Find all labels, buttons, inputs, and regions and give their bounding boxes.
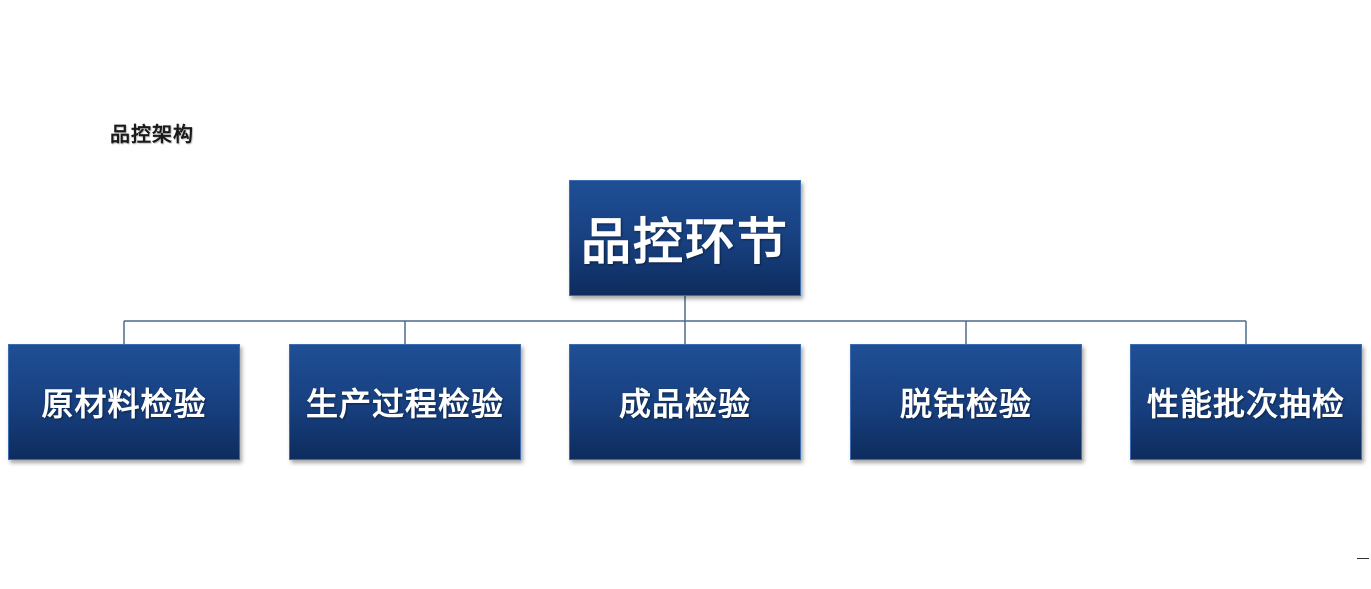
diagram-heading: 品控架构	[110, 122, 194, 146]
corner-dash-mark	[1357, 558, 1369, 559]
child-node-performance-sampling: 性能批次抽检	[1130, 344, 1362, 460]
child-node-finished-product: 成品检验	[569, 344, 801, 460]
child-node-label: 脱钴检验	[899, 385, 1032, 423]
root-node-label: 品控环节	[581, 213, 789, 271]
child-node-label: 生产过程检验	[305, 385, 504, 423]
child-node-label: 成品检验	[618, 385, 751, 423]
child-node-process: 生产过程检验	[289, 344, 521, 460]
child-node-decobalt: 脱钴检验	[850, 344, 1082, 460]
child-node-label: 原材料检验	[41, 385, 207, 423]
child-node-label: 性能批次抽检	[1146, 385, 1345, 423]
child-node-raw-material: 原材料检验	[8, 344, 240, 460]
root-node: 品控环节	[569, 180, 801, 296]
